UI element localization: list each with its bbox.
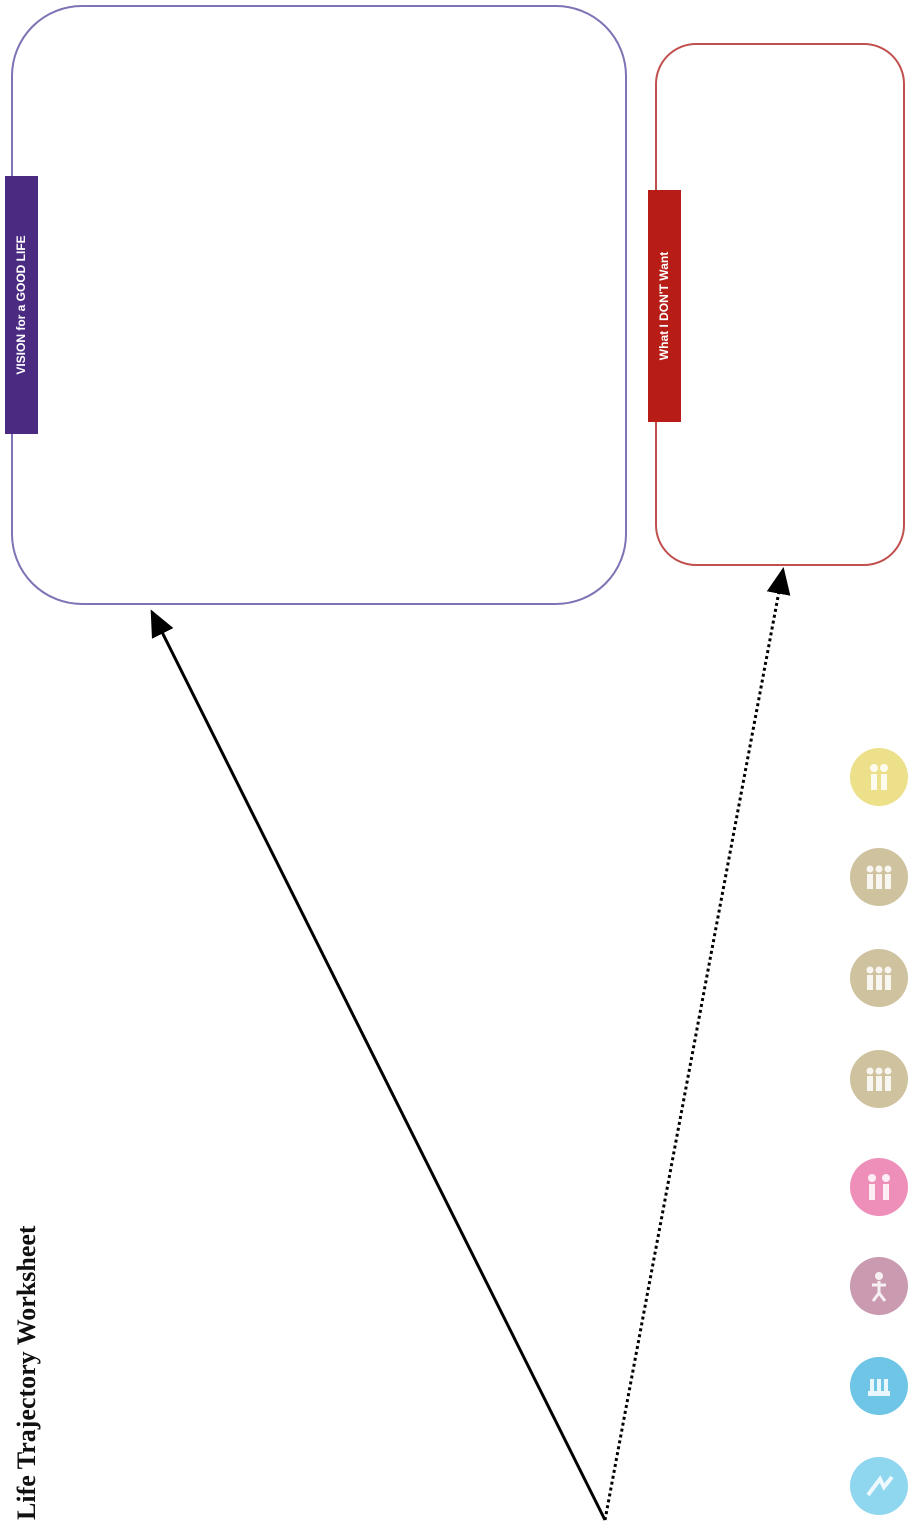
vision-tab [5, 176, 38, 434]
solid-trajectory-arrow [150, 609, 607, 1521]
circle-icon-7[interactable] [850, 848, 908, 906]
vision-tab-label: VISION for a GOOD LIFE [14, 235, 28, 375]
circle-icon-4[interactable] [850, 1158, 908, 1216]
dont-want-box[interactable] [655, 43, 905, 566]
page-title: Life Trajectory Worksheet [12, 1225, 41, 1520]
dont-want-tab [648, 190, 681, 422]
vision-box[interactable] [11, 5, 627, 605]
circle-icon-6[interactable] [850, 949, 908, 1007]
circle-icon-1[interactable] [850, 1457, 908, 1515]
circle-icon-8[interactable] [850, 748, 908, 806]
circle-icon-5[interactable] [850, 1050, 908, 1108]
circle-icon-3[interactable] [850, 1257, 908, 1315]
dont-want-tab-label: What I DON'T Want [657, 251, 671, 361]
dotted-trajectory-arrow [603, 567, 791, 1521]
circle-icon-2[interactable] [850, 1357, 908, 1415]
